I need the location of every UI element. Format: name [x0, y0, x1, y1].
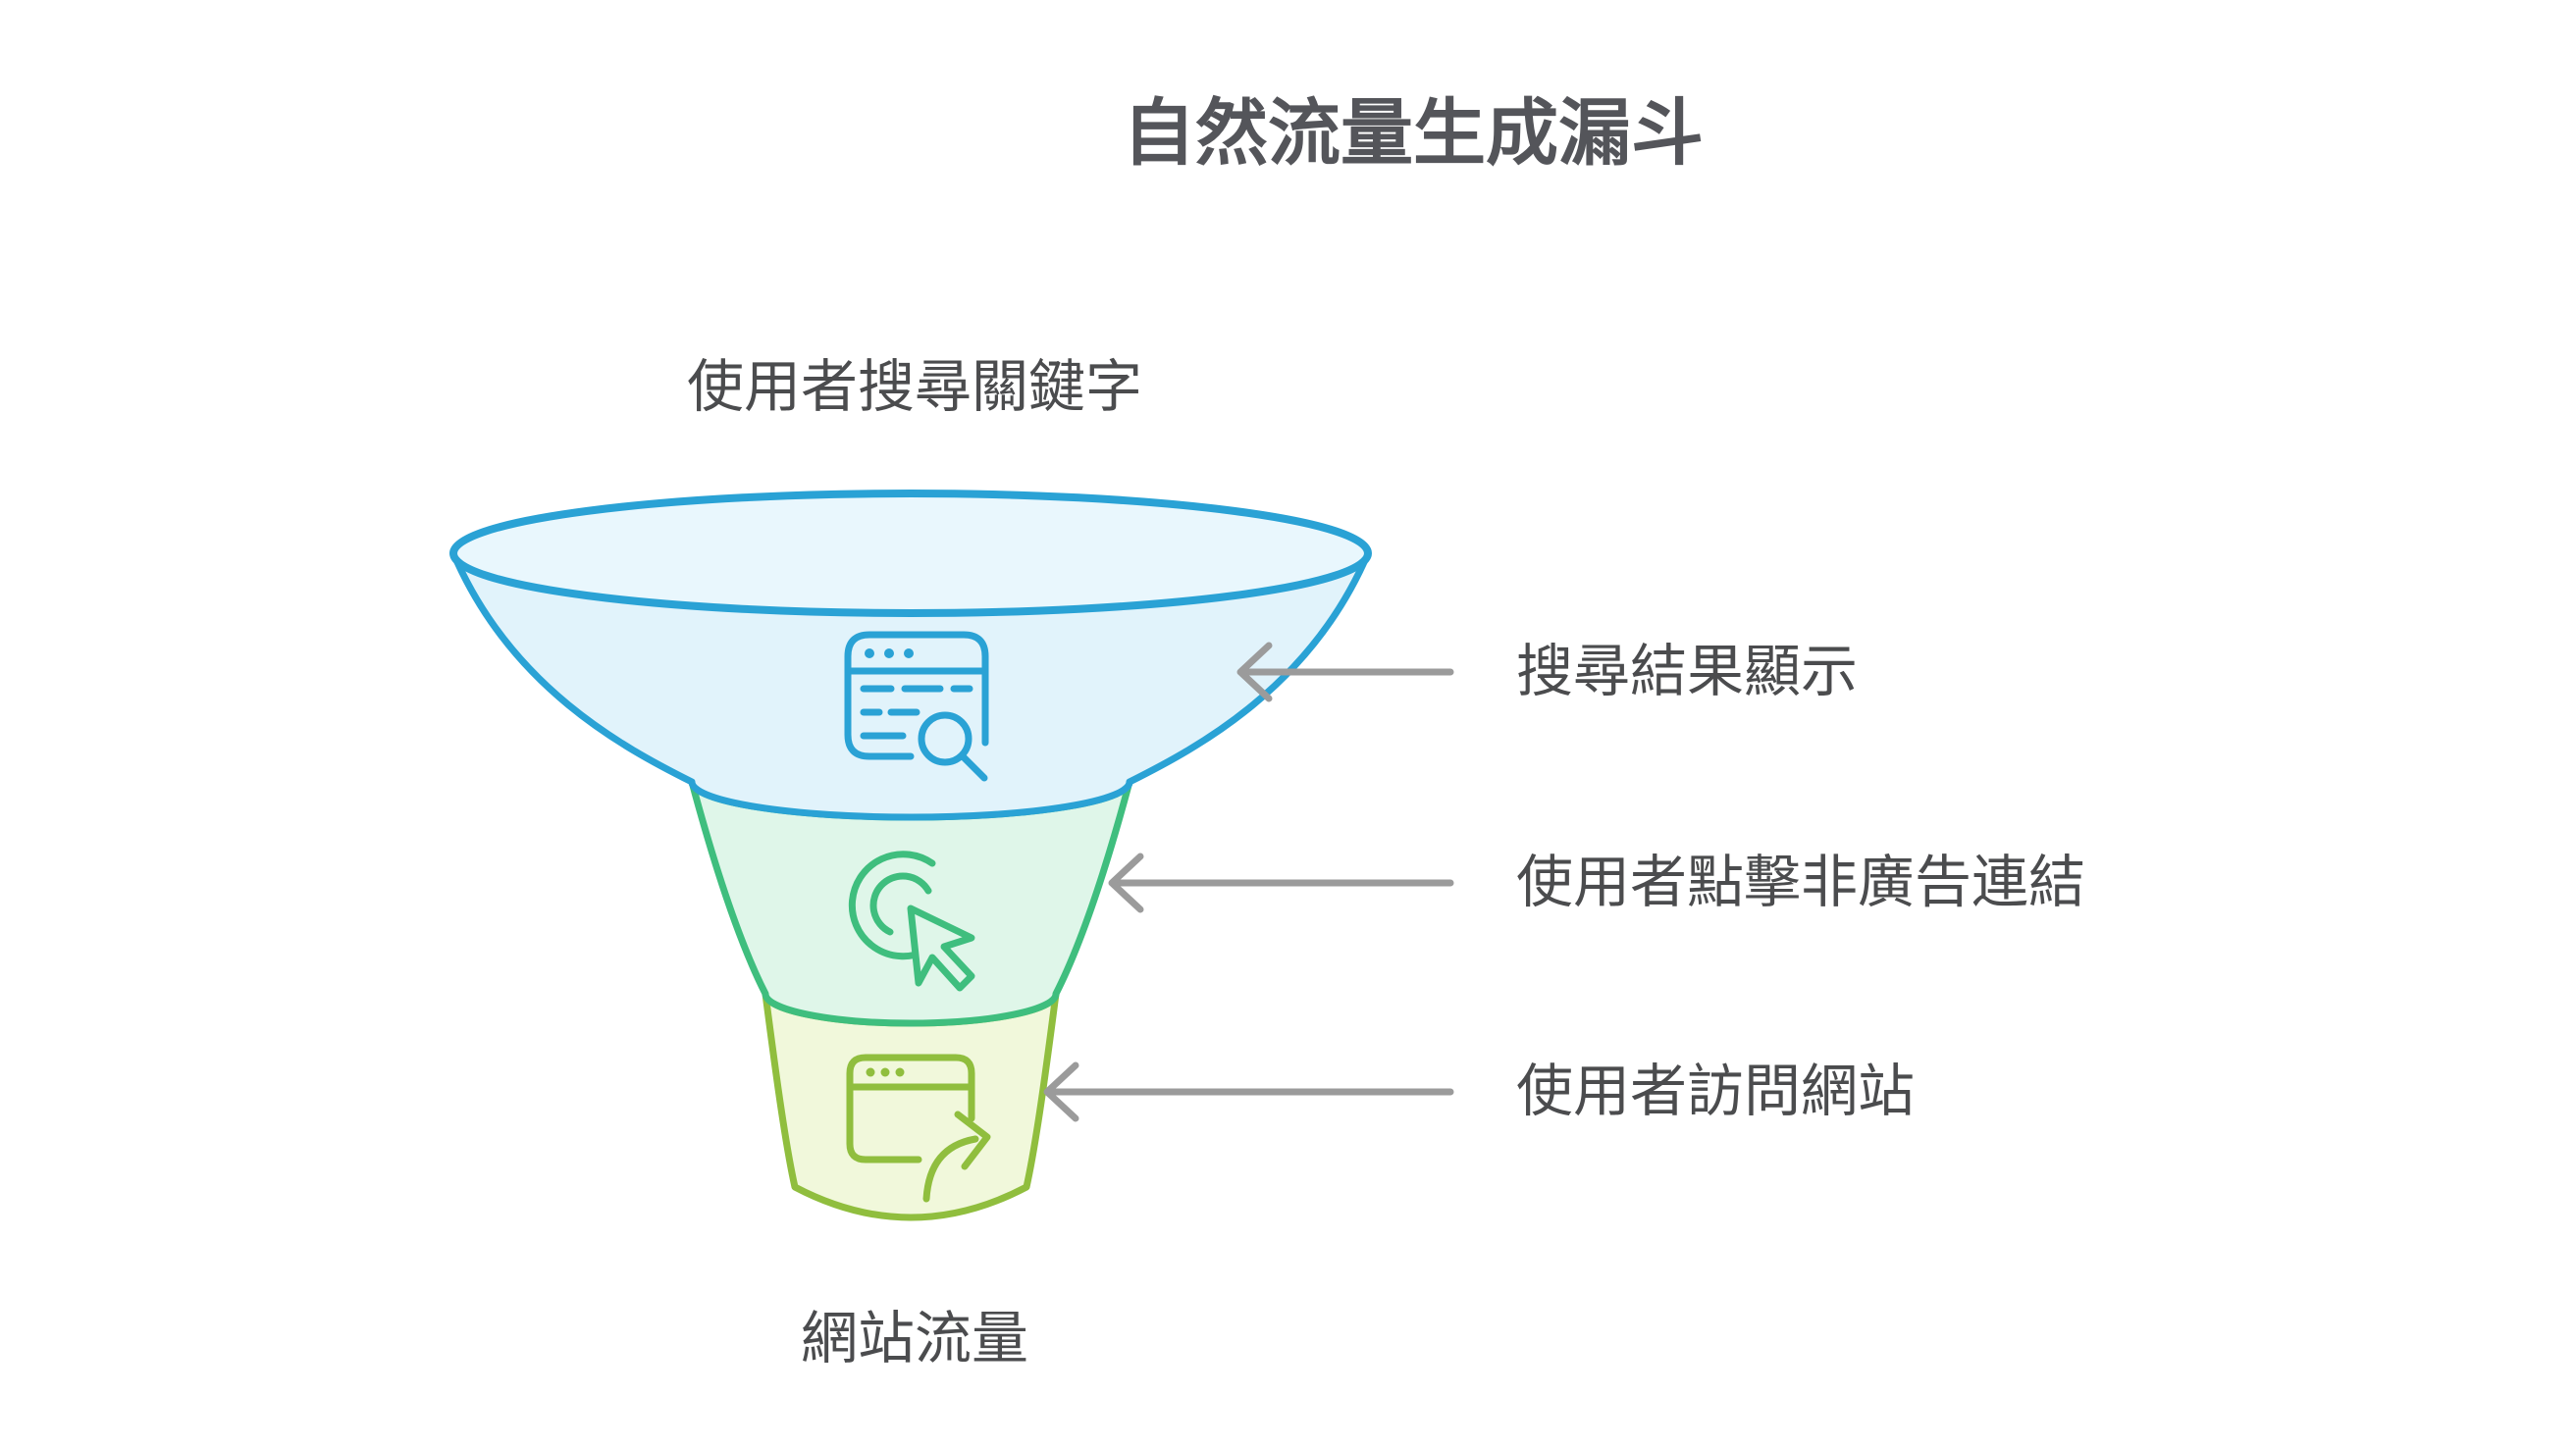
- funnel-stage-visit-shape: [762, 990, 1060, 1221]
- connector-arrows: [1043, 642, 1454, 1122]
- funnel-bottom-label: 網站流量: [800, 1307, 1029, 1370]
- funnel-opening-ellipse: [449, 490, 1372, 617]
- stage-label-click-link: 使用者點擊非廣告連結: [1516, 851, 2086, 914]
- arrow-stage-1: [1236, 642, 1454, 702]
- search-results-page-icon: [844, 631, 989, 782]
- stage-label-search-results: 搜尋結果顯示: [1516, 640, 1859, 703]
- page-title: 自然流量生成漏斗: [1123, 92, 1704, 174]
- browser-visit-icon: [846, 1054, 991, 1203]
- cursor-click-icon: [848, 851, 975, 992]
- funnel-top-label: 使用者搜尋關鍵字: [686, 355, 1143, 419]
- arrow-stage-3: [1043, 1061, 1454, 1122]
- stage-label-visit-site: 使用者訪問網站: [1516, 1060, 1916, 1123]
- arrow-stage-2: [1108, 853, 1454, 913]
